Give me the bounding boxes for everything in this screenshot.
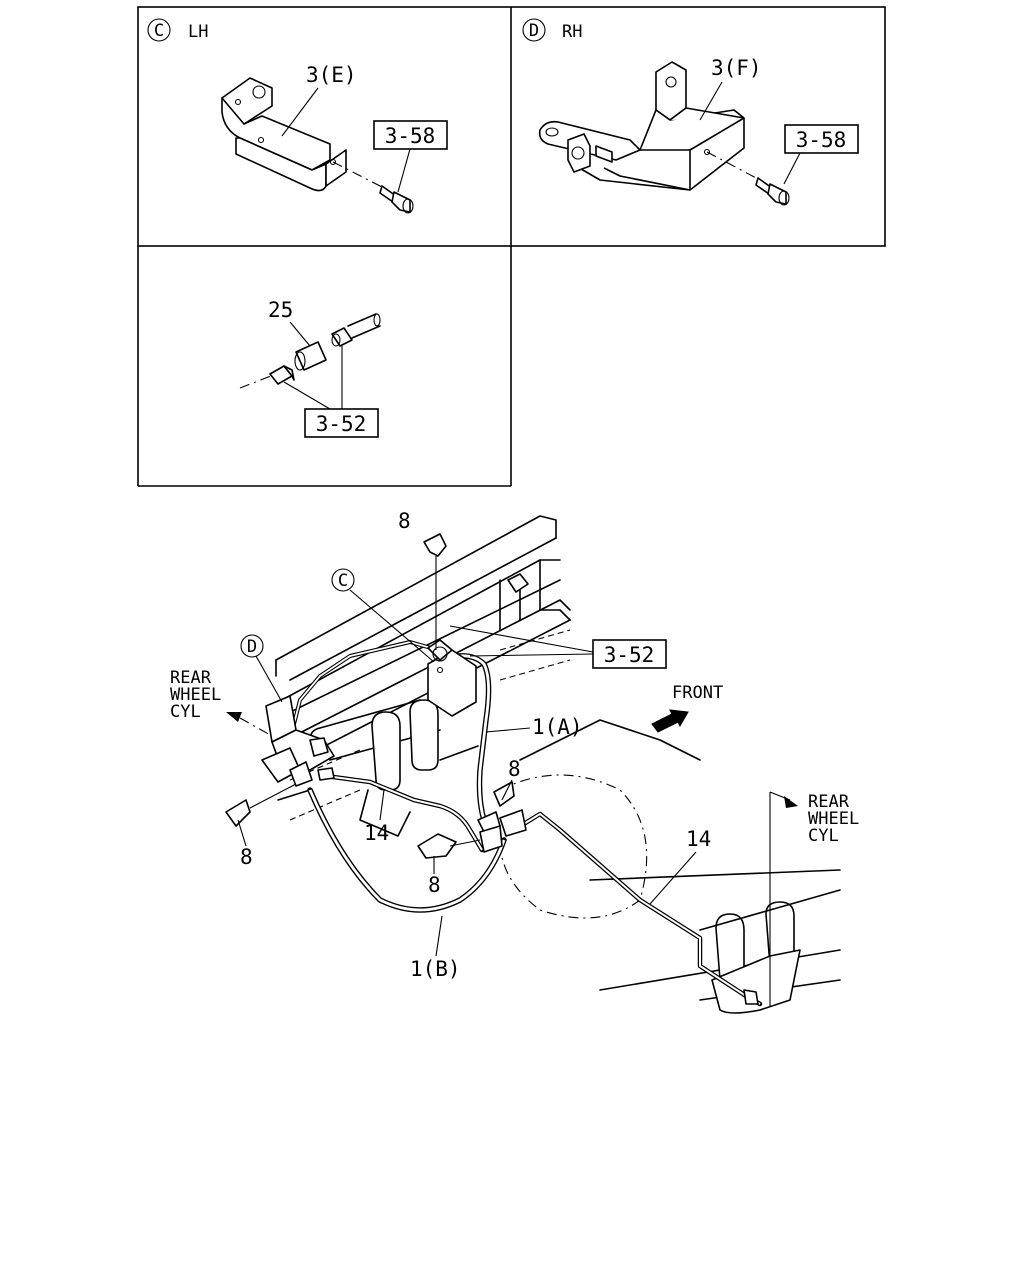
panel-c-title: LH — [188, 22, 208, 42]
part-25-label: 25 — [268, 298, 293, 322]
ref-3-58-lh: 3-58 — [385, 124, 436, 148]
pipe-14-right-label: 14 — [686, 827, 711, 851]
panel-c-circle-letter: C — [154, 21, 164, 41]
hose-1a-label: 1(A) — [532, 715, 583, 739]
callout-c-letter: C — [338, 571, 348, 591]
rear-right-line1: REAR — [808, 792, 850, 812]
callout-c-circle-icon — [331, 568, 355, 592]
frame-rail-drawing — [273, 515, 571, 821]
rear-left-line2: WHEEL — [170, 685, 221, 705]
clip-label-right: 8 — [508, 757, 521, 781]
panel-d-circle-icon — [522, 18, 546, 42]
hose-1b-label: 1(B) — [410, 957, 461, 981]
panel-e-joint: 25 3-52 — [239, 298, 381, 438]
panel-d-rh: D RH 3(F) 3-58 — [522, 18, 859, 206]
ref-box-3-52-joint — [304, 408, 379, 438]
union-25-drawing — [295, 341, 327, 371]
bracket-d-mounted — [261, 695, 335, 783]
rear-left-line1: REAR — [170, 668, 212, 688]
ref-3-58-rh: 3-58 — [796, 128, 847, 152]
part-3e-label: 3(E) — [306, 63, 357, 87]
pipe-14-left-label: 14 — [364, 821, 389, 845]
callout-d-circle-icon — [240, 634, 264, 658]
ref-3-52-main: 3-52 — [604, 643, 655, 667]
ref-box-3-58-lh — [373, 120, 448, 150]
panel-c-circle-icon — [147, 18, 171, 42]
ref-3-52-joint: 3-52 — [316, 412, 367, 436]
clip-label-left: 8 — [240, 845, 253, 869]
front-arrow-icon — [651, 709, 689, 733]
bolt-icon — [379, 185, 414, 214]
callout-d-letter: D — [247, 637, 257, 657]
bracket-3e-drawing — [221, 77, 385, 192]
panel-d-circle-letter: D — [529, 21, 539, 41]
bracket-3f-drawing — [538, 61, 761, 191]
panel-c-lh: C LH 3(E) 3-58 — [147, 18, 448, 214]
clip-label-top: 8 — [398, 509, 411, 533]
clip-icons — [225, 533, 515, 859]
clip-label-bottom: 8 — [428, 873, 441, 897]
arrow-left-icon — [226, 712, 273, 737]
main-assembly: 8 8 8 8 C D 3-52 1(A) 1(B) 14 14 FRONT R… — [170, 509, 859, 1014]
ref-box-3-58-rh — [784, 124, 859, 154]
rear-left-line3: CYL — [170, 702, 201, 722]
rear-right-line3: CYL — [808, 826, 839, 846]
arrow-right-icon — [769, 791, 798, 1006]
panel-frames — [137, 6, 886, 487]
rear-right-line2: WHEEL — [808, 809, 859, 829]
panel-d-title: RH — [562, 22, 582, 42]
axle-drawing — [309, 699, 841, 1014]
bolt-icon — [755, 177, 790, 206]
front-label: FRONT — [672, 683, 723, 703]
ref-box-3-52-main — [592, 639, 667, 669]
fittings-drawing — [289, 761, 759, 1005]
bracket-c-mounted — [427, 639, 477, 717]
part-3f-label: 3(F) — [711, 56, 762, 80]
